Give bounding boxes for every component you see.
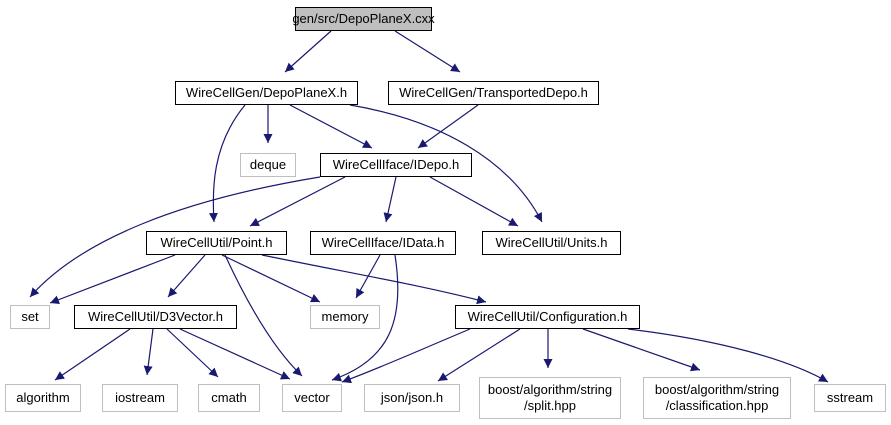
node-set: set — [10, 305, 50, 329]
node-sstream: sstream — [814, 384, 886, 412]
edge-d3vector-h-to-iostream — [143, 328, 154, 376]
edge-point-h-to-configuration-h — [261, 254, 487, 305]
edge-point-h-to-d3vector-h — [167, 254, 206, 298]
node-vector: vector — [282, 384, 342, 412]
edge-configuration-h-to-sstream — [627, 328, 829, 383]
edge-point-h-to-vector — [224, 254, 303, 377]
edge-configuration-h-to-classification-hpp — [582, 328, 701, 372]
node-split-hpp: boost/algorithm/string /split.hpp — [479, 377, 621, 419]
node-json-h: json/json.h — [364, 384, 460, 412]
node-idata-h[interactable]: WireCellIface/IData.h — [310, 231, 456, 255]
node-memory: memory — [310, 305, 380, 329]
node-configuration-h[interactable]: WireCellUtil/Configuration.h — [455, 305, 640, 329]
node-cmath: cmath — [198, 384, 260, 412]
edge-depoplanex-h-to-idepo-h — [289, 104, 373, 149]
node-deque: deque — [240, 153, 296, 177]
edge-depoplanex-h-to-units-h — [349, 104, 543, 223]
edge-idepo-h-to-point-h — [249, 176, 346, 227]
edge-transporteddepo-h-to-idepo-h — [417, 104, 479, 149]
edge-d3vector-h-to-vector — [179, 328, 291, 380]
node-d3vector-h[interactable]: WireCellUtil/D3Vector.h — [74, 305, 237, 329]
node-classification-hpp: boost/algorithm/string /classification.h… — [643, 377, 791, 419]
edge-point-h-to-memory — [221, 254, 321, 303]
node-iostream: iostream — [102, 384, 178, 412]
edge-idepo-h-to-units-h — [429, 176, 519, 227]
edge-idata-h-to-vector — [331, 254, 399, 382]
edge-idepo-h-to-idata-h — [383, 176, 397, 223]
edge-d3vector-h-to-cmath — [166, 328, 219, 378]
node-units-h[interactable]: WireCellUtil/Units.h — [482, 231, 621, 255]
node-depoplanex-h[interactable]: WireCellGen/DepoPlaneX.h — [175, 81, 358, 105]
edge-root-to-transporteddepo-h — [394, 30, 461, 73]
edge-idepo-h-to-set — [29, 176, 321, 298]
edge-depoplanex-h-to-point-h — [208, 104, 246, 223]
edge-configuration-h-to-json-h — [437, 328, 521, 382]
edge-d3vector-h-to-algorithm — [54, 328, 131, 381]
node-point-h[interactable]: WireCellUtil/Point.h — [146, 231, 287, 255]
node-transporteddepo-h[interactable]: WireCellGen/TransportedDepo.h — [388, 81, 599, 105]
node-depoplanex-cxx[interactable]: gen/src/DepoPlaneX.cxx — [292, 7, 435, 31]
node-idepo-h[interactable]: WireCellIface/IDepo.h — [320, 153, 472, 177]
edge-point-h-to-set — [49, 254, 176, 304]
edge-idata-h-to-memory — [355, 254, 381, 299]
node-algorithm: algorithm — [5, 384, 81, 412]
edge-configuration-h-to-vector — [341, 328, 471, 384]
edge-root-to-depoplanex-h — [284, 30, 332, 73]
